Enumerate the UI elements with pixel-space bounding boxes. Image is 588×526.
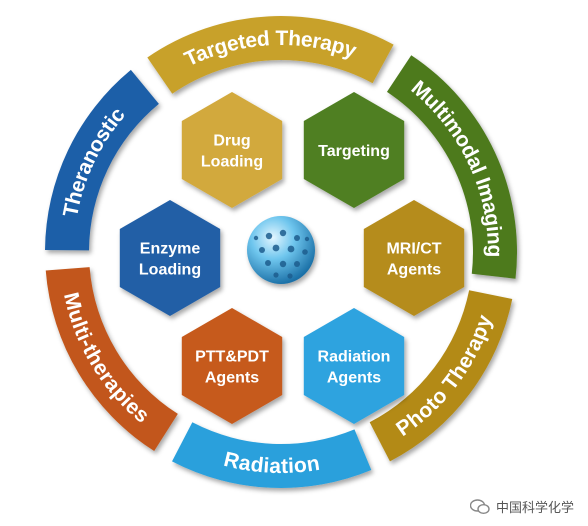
hexagon-targeting: Targeting [303,92,405,208]
nanoparticle-sphere-icon [247,216,315,284]
hexagon-label-drug-loading: Loading [201,154,263,171]
ring-segment-radiation: Radiation [172,422,372,488]
hexagon-label-enzyme-loading: Enzyme [140,241,201,258]
hexagon-label-ptt-pdt-agents: PTT&PDT [195,349,269,366]
hexagon-label-drug-loading: Drug [213,133,250,150]
hexagon-label-radiation-agents: Agents [327,370,381,387]
wechat-icon [469,498,490,514]
hexagon-ptt-pdt-agents: PTT&PDT Agents [181,308,283,424]
hexagon-label-targeting: Targeting [318,143,390,160]
ring-segment-targeted-therapy: Targeted Therapy [147,16,394,94]
hexagon-label-mri-ct-agents: Agents [387,262,441,279]
watermark-text: 中国科学化学 [495,501,574,516]
watermark: 中国科学化学 [469,497,574,516]
hexagon-mri-ct-agents: MRI/CT Agents [363,200,465,316]
hexagon-label-radiation-agents: Radiation [318,349,391,366]
hexagon-label-mri-ct-agents: MRI/CT [386,241,441,258]
hexagon-label-enzyme-loading: Loading [139,262,201,279]
hexagon-label-ptt-pdt-agents: Agents [205,370,259,387]
